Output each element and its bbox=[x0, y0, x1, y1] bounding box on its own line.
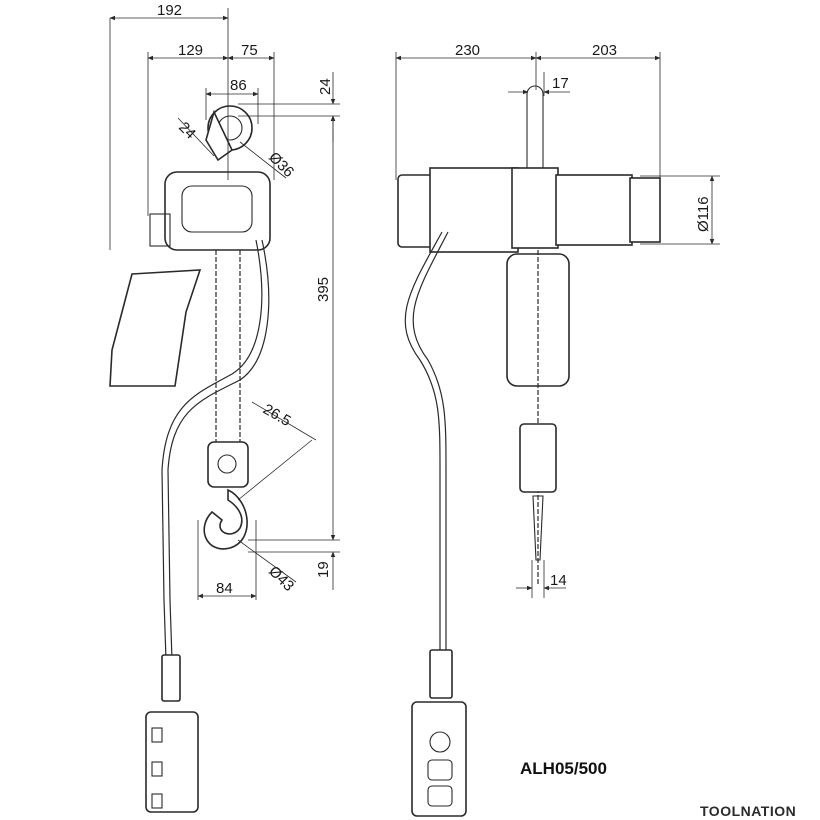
dim-offset-left: 129 bbox=[178, 42, 203, 59]
brand-logo: TOOLNATION bbox=[700, 803, 796, 819]
dim-hook-top-gap: 24 bbox=[317, 78, 334, 95]
dim-hook-bottom-width: 84 bbox=[216, 580, 233, 597]
dim-hook-bottom-diameter: Ø43 bbox=[265, 563, 297, 595]
model-label: ALH05/500 bbox=[520, 759, 607, 778]
front-dimensions bbox=[109, 8, 340, 600]
dim-side-left: 230 bbox=[455, 42, 480, 59]
dim-motor-diameter: Ø116 bbox=[695, 196, 712, 232]
dim-hook-top-thickness: 24 bbox=[175, 119, 199, 143]
dim-hook-top-width: 86 bbox=[230, 77, 247, 94]
dim-hook-bottom-offset: 19 bbox=[315, 561, 332, 578]
front-view bbox=[109, 105, 271, 813]
side-dimensions bbox=[395, 52, 720, 598]
dim-side-shackle: 17 bbox=[552, 75, 569, 92]
dim-side-right: 203 bbox=[592, 42, 617, 59]
dim-offset-right: 75 bbox=[241, 42, 258, 59]
dim-width-total: 192 bbox=[157, 2, 182, 19]
dim-hook-bottom-thickness: 26.5 bbox=[260, 401, 294, 430]
dim-height-total: 395 bbox=[315, 277, 332, 302]
dim-chain-width: 14 bbox=[550, 572, 567, 589]
dim-hook-top-diameter: Ø36 bbox=[265, 149, 297, 181]
side-view bbox=[397, 85, 661, 817]
